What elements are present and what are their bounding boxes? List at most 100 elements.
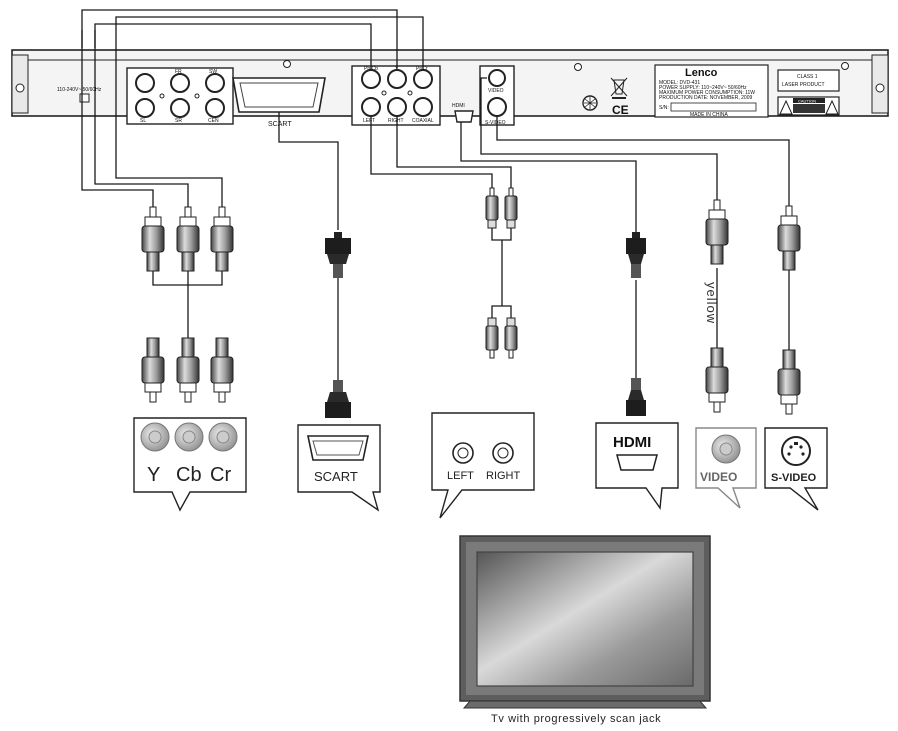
svideo-plug-top <box>777 205 801 271</box>
cable-component-y <box>81 9 398 207</box>
component-plug-y-tv <box>141 337 165 403</box>
left-screw-icon <box>15 83 25 93</box>
right-screw-icon <box>875 83 885 93</box>
hdmi-port: HDMI <box>452 103 474 123</box>
ce-mark: CE <box>612 103 629 117</box>
jack-pr <box>413 69 433 89</box>
top-screw-2-icon <box>574 63 582 71</box>
rating-line-1: MODEL: DVD-431 <box>659 80 700 86</box>
caution-label: CAUTION <box>798 99 816 104</box>
television: Tv with progressively scan jack <box>459 535 711 725</box>
label-cen: CEN <box>208 118 219 124</box>
svideo-plug-bottom <box>777 349 801 415</box>
jack-right <box>387 97 407 117</box>
component-plug-cb-tv <box>176 337 200 403</box>
label-video: VIDEO <box>488 88 504 94</box>
label-pr: Pr/Cr <box>416 66 428 72</box>
hdmi-plug-top <box>626 232 646 278</box>
laser-line-2: LASER PRODUCT <box>782 82 825 88</box>
label-sw: SW <box>209 69 217 75</box>
video-input-label: VIDEO <box>700 470 737 484</box>
weee-bin-icon <box>610 77 628 99</box>
label-svideo: S-VIDEO <box>485 120 506 126</box>
label-cr-tv: Cr <box>210 464 231 486</box>
jack-y <box>387 69 407 89</box>
cable-component-pr <box>115 16 424 207</box>
scart-input-label: SCART <box>314 469 358 484</box>
jack-svideo <box>487 97 507 117</box>
jack-sr <box>170 98 190 118</box>
rating-label: Lenco MODEL: DVD-431 POWER SUPPLY: 110~2… <box>654 64 769 118</box>
svideo-input-label: S-VIDEO <box>771 472 817 484</box>
scart-input-bubble: SCART <box>297 424 381 512</box>
warning-triangle-icon <box>779 99 793 115</box>
scart-port: SCART <box>232 77 326 128</box>
cables <box>81 9 790 385</box>
surround-outputs: FR SW SL SR CEN <box>126 67 234 125</box>
jack-left <box>361 97 381 117</box>
jack-sl <box>135 98 155 118</box>
component-audio-outputs: Pb/Cb Y Pr/Cr LEFT RIGHT COAXIAL <box>351 65 441 126</box>
component-plug-pr <box>210 206 234 272</box>
cable-svideo <box>496 116 790 208</box>
cable-component-pb <box>94 23 372 207</box>
top-screw-3-icon <box>841 62 849 70</box>
top-screw-icon <box>283 60 291 68</box>
regulatory-marks: CE <box>582 77 629 117</box>
label-right: RIGHT <box>388 118 404 124</box>
label-sr: SR <box>175 118 182 124</box>
serial-label: S/N: <box>659 105 669 111</box>
laser-line-1: CLASS 1 <box>797 74 818 80</box>
label-coaxial: COAXIAL <box>412 118 434 124</box>
cable-audio-right <box>396 116 512 188</box>
power-inlet-icon <box>79 93 90 103</box>
cable-audio-left <box>370 116 493 188</box>
video-outputs: VIDEO S-VIDEO <box>479 65 515 126</box>
svideo-input-bubble: S-VIDEO <box>764 427 828 511</box>
component-input-bubble: Y Cb Cr <box>133 417 247 512</box>
cable-scart <box>278 112 339 230</box>
hdmi-input-label: HDMI <box>613 434 651 451</box>
jack-video <box>488 69 506 87</box>
cable-hdmi <box>460 122 637 232</box>
audio-plug-bottom-right <box>504 317 518 359</box>
audio-plug-top-right <box>504 187 518 229</box>
jack-fr <box>170 73 190 93</box>
dvd-player-rear-panel: 110-240V~ 50/60Hz FR SW SL SR CEN SCART <box>11 49 889 128</box>
cable-plugs <box>141 187 801 418</box>
tv-caption: Tv with progressively scan jack <box>491 713 661 725</box>
component-plug-y <box>141 206 165 272</box>
video-input-bubble: VIDEO <box>695 427 757 509</box>
hdmi-input-bubble: HDMI <box>595 422 679 510</box>
cable-video <box>480 77 718 200</box>
laser-label: CLASS 1 LASER PRODUCT CAUTION <box>777 69 840 116</box>
scart-plug-bottom <box>325 380 351 418</box>
jack-svideo-tv <box>781 436 811 466</box>
component-plug-cr-tv <box>210 337 234 403</box>
rating-line-2: POWER SUPPLY: 110~240V~ 50/60Hz <box>659 85 747 91</box>
label-fr: FR <box>175 69 182 75</box>
label-left-tv: LEFT <box>447 470 474 482</box>
scart-plug-top <box>325 232 351 278</box>
label-sl: SL <box>140 118 146 124</box>
label-right-tv: RIGHT <box>486 470 521 482</box>
made-in-label: MADE IN CHINA <box>690 112 728 118</box>
audio-plug-top-left <box>485 187 499 229</box>
component-plug-pb <box>176 206 200 272</box>
hdmi-plug-bottom <box>626 378 646 416</box>
jack-coaxial <box>413 97 433 117</box>
jack-fl <box>135 73 155 93</box>
video-plug-bottom <box>705 347 729 413</box>
power-label: 110-240V~ 50/60Hz <box>57 87 102 93</box>
brand-logo-text: Lenco <box>685 67 718 79</box>
audio-plug-bottom-left <box>485 317 499 359</box>
jack-cen <box>205 98 225 118</box>
cable-color-label: yellow <box>704 282 719 324</box>
label-y-tv: Y <box>147 464 160 486</box>
video-plug-top <box>705 199 729 265</box>
scart-port-label: SCART <box>268 121 292 128</box>
jack-sw <box>205 73 225 93</box>
rating-line-4: PRODUCTION DATE: NOVEMBER, 2009 <box>659 95 752 101</box>
label-cb-tv: Cb <box>176 464 202 486</box>
